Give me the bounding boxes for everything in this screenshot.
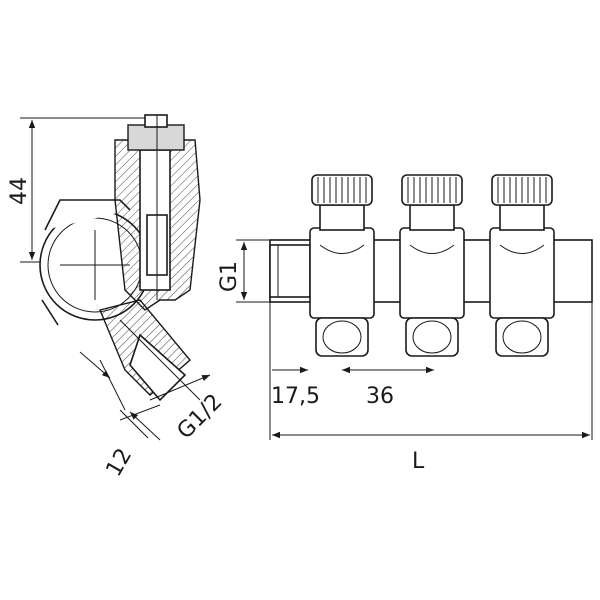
valve-neck [499, 204, 545, 231]
dim-g1-label: G1 [217, 261, 242, 292]
dim-l-label: L [412, 449, 425, 474]
outlet-curve [319, 244, 365, 254]
outlet-body [309, 227, 375, 319]
section-view: 44 G1/2 12 [7, 114, 228, 481]
manifold-view: G1 17,5 36 L [217, 174, 593, 474]
outlet-bore [322, 320, 362, 354]
dim-17-5-label: 17,5 [271, 384, 320, 409]
inlet-thread [269, 244, 311, 298]
dim-36-label: 36 [366, 384, 394, 409]
dim-g1-2-label: G1/2 [173, 389, 228, 444]
cap [127, 124, 185, 151]
outlet-fitting [315, 317, 369, 357]
outlet-fitting [495, 317, 549, 357]
valve-neck [319, 204, 365, 231]
dim-12-label: 12 [102, 444, 138, 481]
dim-44-label: 44 [7, 177, 32, 205]
outlet-body [399, 227, 465, 319]
valve-neck [409, 204, 455, 231]
outlet-fitting [405, 317, 459, 357]
outlet-body [489, 227, 555, 319]
outlet-bore [502, 320, 542, 354]
outlet-bore [412, 320, 452, 354]
outlet-curve [409, 244, 455, 254]
outlet-curve [499, 244, 545, 254]
